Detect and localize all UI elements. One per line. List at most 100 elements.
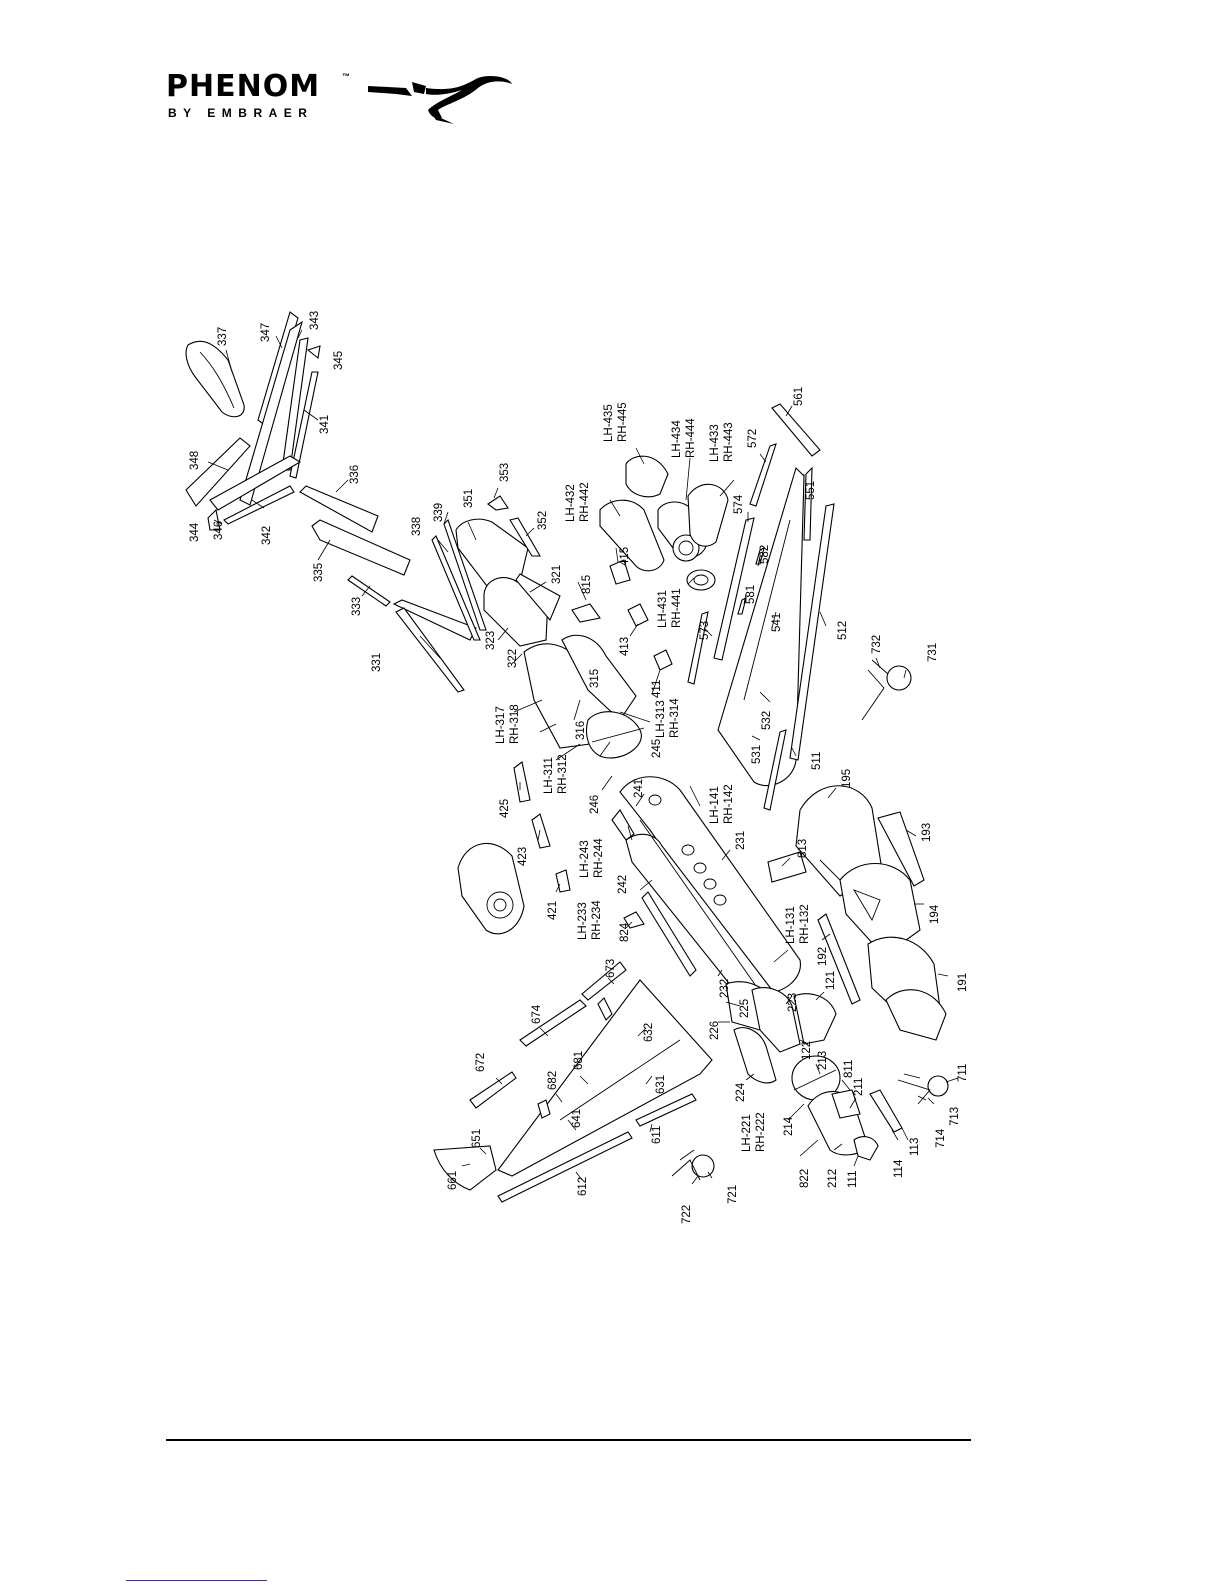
callout-732: 732: [871, 635, 883, 654]
callout-815: 815: [581, 575, 593, 594]
callout-rh443: RH-443: [723, 422, 735, 462]
callout-lh141: LH-141: [709, 786, 721, 824]
callout-344: 344: [189, 522, 201, 542]
callout-lh435: LH-435: [603, 404, 615, 442]
callout-612: 612: [577, 1177, 589, 1196]
callout-572: 572: [747, 429, 759, 448]
callout-425: 425: [499, 799, 511, 818]
callout-345: 345: [333, 351, 345, 370]
right-wing-parts: [687, 403, 835, 811]
callout-348: 348: [189, 451, 201, 470]
callout-582: 582: [759, 545, 771, 564]
callout-341: 341: [319, 415, 331, 434]
callout-824: 824: [619, 922, 631, 942]
callout-232: 232: [719, 979, 731, 998]
callout-leaders: [207, 329, 959, 1185]
callout-113: 113: [909, 1138, 921, 1156]
callout-343: 343: [309, 311, 321, 330]
logo-trademark: ™: [342, 72, 350, 81]
callout-632: 632: [643, 1023, 655, 1042]
callout-213: 213: [817, 1051, 829, 1070]
callout-611: 611: [651, 1126, 663, 1144]
callout-573: 573: [699, 621, 711, 640]
callout-413: 413: [619, 637, 631, 656]
callout-labels: 337 347 343 345 341 348 344 346 342 336 …: [189, 311, 969, 1224]
callout-114: 114: [893, 1159, 905, 1178]
callout-245: 245: [651, 739, 663, 758]
callout-672: 672: [475, 1053, 487, 1072]
callout-rh132: RH-132: [799, 904, 811, 944]
callout-411: 411: [651, 680, 663, 698]
callout-lh221: LH-221: [741, 1114, 753, 1152]
callout-rh234: RH-234: [591, 900, 603, 940]
callout-122: 122: [801, 1041, 813, 1060]
landing-gear-parts: [671, 659, 949, 1181]
callout-315: 315: [589, 669, 601, 688]
callout-339: 339: [433, 503, 445, 522]
callout-561: 561: [793, 387, 805, 406]
callout-214: 214: [783, 1116, 795, 1136]
callout-lh313: LH-313: [655, 700, 667, 738]
callout-641: 641: [571, 1109, 583, 1128]
fuselage-parts: [611, 776, 903, 1161]
callout-415: 415: [619, 547, 631, 566]
callout-lh431: LH-431: [657, 590, 669, 628]
nose-section-parts: [795, 785, 947, 1041]
phenom-logo: PHENOM ™ BY EMBRAER: [166, 70, 526, 126]
callout-711: 711: [957, 1064, 969, 1082]
callout-532: 532: [761, 711, 773, 730]
callout-681: 681: [573, 1051, 585, 1070]
tailcone-parts: [455, 495, 673, 759]
callout-631: 631: [655, 1075, 667, 1094]
callout-rh442: RH-442: [579, 482, 591, 522]
callout-rh222: RH-222: [755, 1112, 767, 1152]
callout-651: 651: [471, 1129, 483, 1148]
callout-rh244: RH-244: [593, 838, 605, 878]
callout-316: 316: [575, 721, 587, 740]
callout-673: 673: [605, 959, 617, 978]
callout-223: 223: [787, 993, 799, 1012]
callout-714: 714: [935, 1128, 947, 1148]
callout-822: 822: [799, 1169, 811, 1188]
callout-338: 338: [411, 517, 423, 536]
callout-195: 195: [841, 769, 853, 788]
aircraft-swoosh-icon: [368, 76, 512, 124]
callout-421: 421: [547, 901, 559, 920]
callout-811: 811: [843, 1060, 855, 1078]
callout-224: 224: [735, 1082, 747, 1102]
callout-191: 191: [957, 973, 969, 992]
callout-813: 813: [797, 839, 809, 858]
callout-rh312: RH-312: [557, 754, 569, 794]
callout-323: 323: [485, 631, 497, 650]
callout-lh317: LH-317: [495, 706, 507, 744]
callout-111: 111: [847, 1171, 859, 1188]
callout-rh445: RH-445: [617, 402, 629, 442]
callout-rh318: RH-318: [509, 704, 521, 744]
callout-lh233: LH-233: [577, 902, 589, 940]
callout-321: 321: [551, 565, 563, 584]
callout-rh314: RH-314: [669, 698, 681, 738]
callout-194: 194: [929, 904, 941, 924]
callout-212: 212: [827, 1169, 839, 1188]
callout-682: 682: [547, 1071, 559, 1090]
callout-353: 353: [499, 463, 511, 482]
logo-subtitle: BY EMBRAER: [168, 106, 314, 120]
callout-121: 121: [825, 971, 837, 990]
callout-722: 722: [681, 1205, 693, 1224]
callout-713: 713: [949, 1107, 961, 1126]
callout-193: 193: [921, 823, 933, 842]
callout-225: 225: [739, 999, 751, 1018]
callout-512: 512: [837, 621, 849, 640]
callout-rh142: RH-142: [723, 784, 735, 824]
callout-rh444: RH-444: [685, 418, 697, 458]
callout-336: 336: [349, 465, 361, 484]
callout-337: 337: [217, 327, 229, 346]
footer-link-underline[interactable]: [126, 1580, 267, 1581]
footer-rule: [166, 1439, 971, 1441]
callout-lh311: LH-311: [543, 757, 555, 794]
callout-347: 347: [260, 323, 272, 342]
callout-241: 241: [633, 779, 645, 798]
callout-511: 511: [811, 752, 823, 770]
callout-541: 541: [771, 613, 783, 632]
